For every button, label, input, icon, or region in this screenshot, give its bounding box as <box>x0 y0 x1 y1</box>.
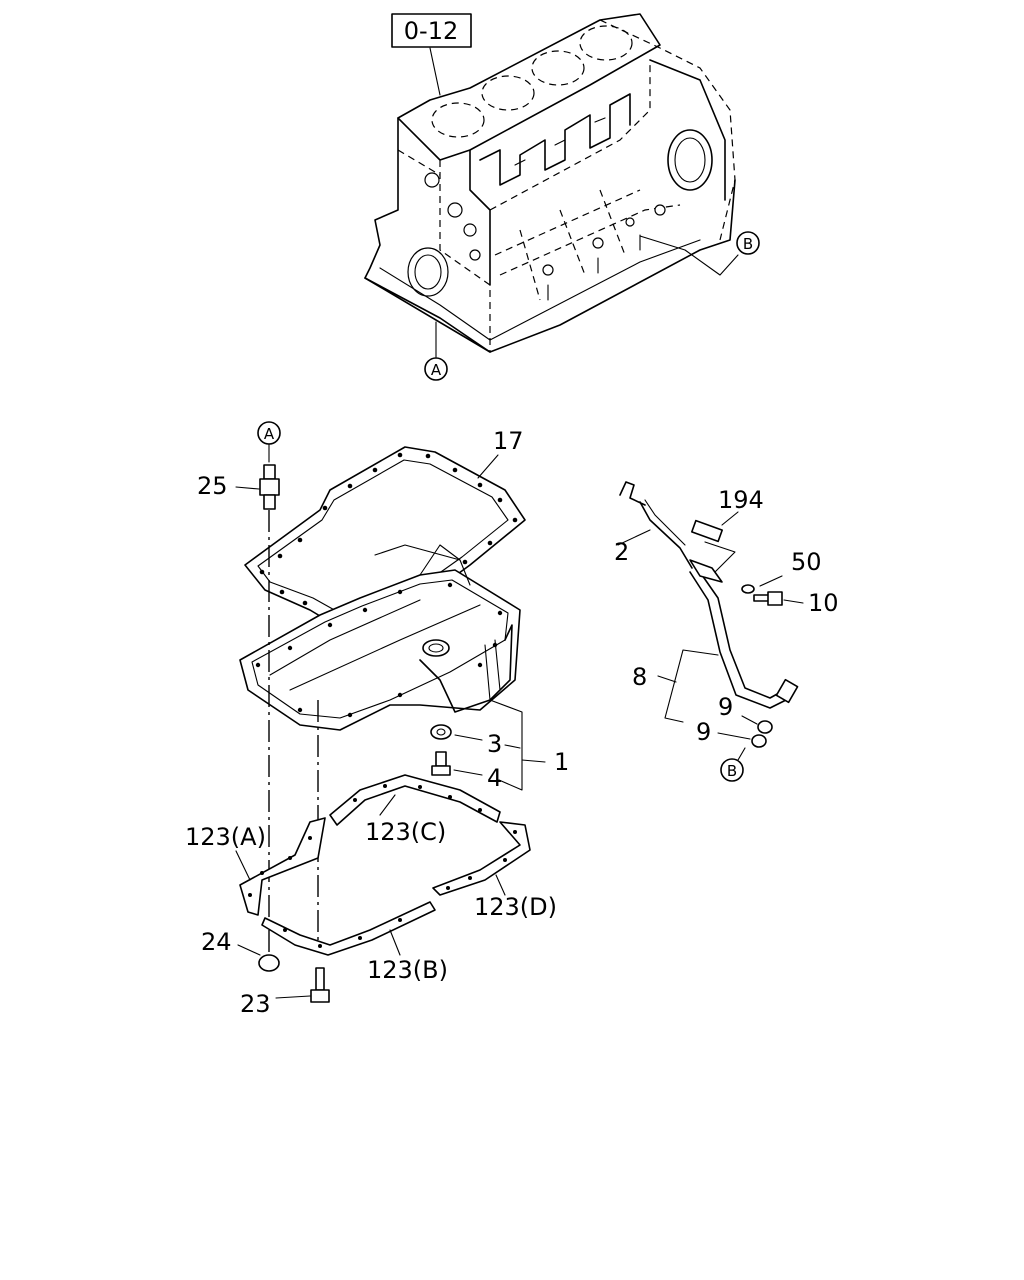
label-8: 8 <box>632 663 647 691</box>
label-9b: 9 <box>696 718 711 746</box>
connector-b2-circle <box>720 758 744 782</box>
gasket-123c[interactable] <box>329 774 501 826</box>
part-50-washer[interactable] <box>741 584 755 594</box>
label-1: 1 <box>554 748 569 776</box>
label-24: 24 <box>201 928 232 956</box>
part-194-clip[interactable] <box>690 519 724 543</box>
label-123a: 123(A) <box>185 823 266 851</box>
oil-pan[interactable] <box>239 569 521 731</box>
label-25: 25 <box>197 472 228 500</box>
part-23-bolt[interactable] <box>315 967 325 991</box>
part-8-guide-tube[interactable] <box>694 564 789 699</box>
part-3-washer[interactable] <box>430 724 452 740</box>
reference-box[interactable] <box>391 13 472 48</box>
label-4: 4 <box>487 764 502 792</box>
gasket-123d[interactable] <box>432 821 531 896</box>
part-4-plug[interactable] <box>435 751 447 767</box>
connector-a2-label: A <box>264 425 275 443</box>
label-3: 3 <box>487 730 502 758</box>
label-23: 23 <box>240 990 271 1018</box>
label-123c: 123(C) <box>365 818 446 846</box>
label-123d: 123(D) <box>474 893 557 921</box>
connector-a-label: A <box>431 361 442 379</box>
label-2: 2 <box>614 538 629 566</box>
label-17: 17 <box>493 427 524 455</box>
label-10: 10 <box>808 589 839 617</box>
part-24[interactable] <box>258 954 280 972</box>
connector-a-circle <box>424 357 448 381</box>
label-50: 50 <box>791 548 822 576</box>
part-9-ring-b[interactable] <box>751 734 767 748</box>
part-2-dipstick[interactable] <box>619 481 646 506</box>
gasket-123a[interactable] <box>239 817 326 916</box>
reference-box-label: 0-12 <box>404 17 458 45</box>
connector-b-circle <box>736 231 760 255</box>
gasket-17[interactable] <box>244 446 526 626</box>
label-9a: 9 <box>718 693 733 721</box>
engine-block: 0-12 <box>364 13 760 381</box>
gasket-123b[interactable] <box>261 901 436 956</box>
dipstick-assembly: 2 194 50 10 8 9 9 B <box>614 481 839 782</box>
connector-b-label: B <box>743 235 753 253</box>
part-9-ring-a[interactable] <box>757 720 773 734</box>
oil-pan-assembly: A 25 17 <box>185 421 569 1018</box>
label-123b: 123(B) <box>367 956 448 984</box>
connector-b2-label: B <box>727 762 737 780</box>
part-25-stud[interactable] <box>263 464 276 480</box>
label-194: 194 <box>718 486 764 514</box>
